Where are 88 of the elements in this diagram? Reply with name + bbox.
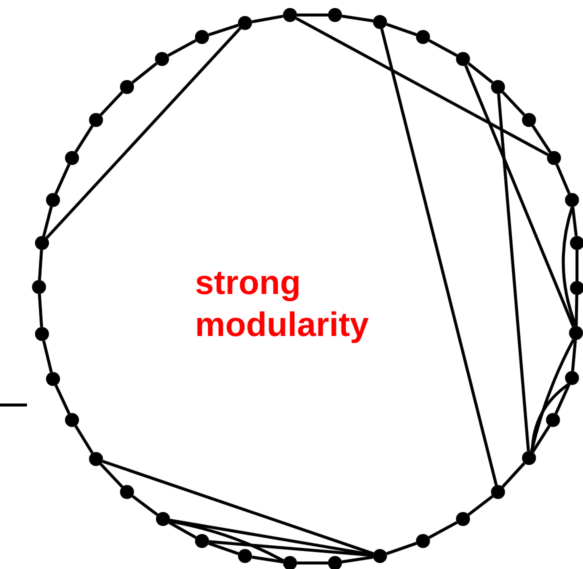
- network-node-dot: [46, 372, 60, 386]
- connector-line: [428, 39, 458, 57]
- connector-line: [380, 28, 498, 486]
- network-node-dot: [35, 236, 49, 250]
- network-node-dot: [491, 80, 505, 94]
- connector-line: [100, 91, 124, 116]
- network-node-dot: [283, 556, 297, 569]
- network-node-dot: [65, 151, 79, 165]
- connector-line: [428, 521, 458, 539]
- connector-line: [167, 39, 197, 57]
- network-node-dot: [283, 8, 297, 22]
- connector-line: [38, 250, 43, 280]
- network-node-dot: [32, 280, 46, 294]
- network-node-dot: [89, 113, 103, 127]
- network-node-dot: [546, 413, 560, 427]
- connector-line: [132, 62, 158, 84]
- network-node-dot: [238, 16, 252, 30]
- network-node-dot: [416, 30, 430, 44]
- connector-line: [252, 14, 284, 24]
- connector-line: [42, 340, 53, 373]
- connector-line: [530, 383, 570, 452]
- network-node-dot: [328, 556, 342, 569]
- connector-line: [74, 425, 94, 454]
- network-node-dot: [522, 451, 536, 465]
- connector-line: [386, 22, 417, 36]
- network-node-dot: [522, 113, 536, 127]
- connector-line: [562, 206, 578, 327]
- connector-line: [497, 94, 530, 452]
- connector-line: [102, 460, 374, 556]
- network-node-dot: [491, 485, 505, 499]
- connector-line: [208, 24, 239, 36]
- network-node-dot: [328, 8, 342, 22]
- network-node-dot: [238, 549, 252, 563]
- connector-line: [252, 556, 284, 564]
- network-node-dot: [195, 30, 209, 44]
- connector-line: [571, 206, 578, 236]
- connector-line: [132, 495, 158, 516]
- connector-line: [208, 540, 374, 557]
- connector-line: [54, 164, 70, 194]
- network-node-dot: [569, 326, 583, 340]
- connector-line: [54, 384, 70, 414]
- connector-line: [502, 462, 526, 488]
- network-node-dot: [373, 549, 387, 563]
- connector-line: [38, 294, 44, 328]
- connector-line: [297, 14, 328, 16]
- connector-line: [574, 294, 578, 326]
- connector-line: [502, 91, 526, 116]
- network-node-dot: [120, 80, 134, 94]
- connector-line: [295, 16, 549, 156]
- network-node-dot: [416, 534, 430, 548]
- connector-line: [530, 338, 575, 452]
- connector-line: [468, 495, 494, 516]
- connector-line: [297, 562, 328, 564]
- connector-line: [42, 206, 53, 237]
- connector-line: [342, 556, 374, 564]
- network-node-dot: [65, 413, 79, 427]
- connector-line: [342, 14, 374, 22]
- network-node-dot: [89, 452, 103, 466]
- network-node-dot: [456, 512, 470, 526]
- connector-line: [168, 521, 197, 539]
- network-node-dot: [565, 371, 579, 385]
- connector-line: [386, 542, 417, 556]
- connector-line: [554, 384, 570, 414]
- annotation-text: strong modularity: [195, 263, 370, 346]
- network-node-dot: [156, 512, 170, 526]
- network-node-dot: [155, 52, 169, 66]
- connector-line: [74, 125, 94, 153]
- connector-line: [576, 250, 578, 281]
- connector-line: [468, 62, 494, 84]
- network-node-dot: [373, 15, 387, 29]
- connector-line: [532, 124, 552, 154]
- network-node-dot: [46, 193, 60, 207]
- network-node-dot: [195, 534, 209, 548]
- connector-line: [100, 463, 124, 488]
- network-node-dot: [570, 281, 583, 295]
- network-node-dot: [547, 151, 561, 165]
- network-node-dot: [456, 52, 470, 66]
- connector-line: [555, 164, 571, 194]
- connector-line: [169, 520, 284, 562]
- connector-line: [464, 64, 575, 328]
- network-node-dot: [120, 485, 134, 499]
- connector-line: [46, 27, 242, 239]
- connector-line: [571, 340, 577, 372]
- connector-line: [531, 425, 551, 453]
- network-node-dot: [570, 236, 583, 250]
- network-node-dot: [565, 193, 579, 207]
- network-node-dot: [35, 327, 49, 341]
- connector-line: [208, 542, 239, 556]
